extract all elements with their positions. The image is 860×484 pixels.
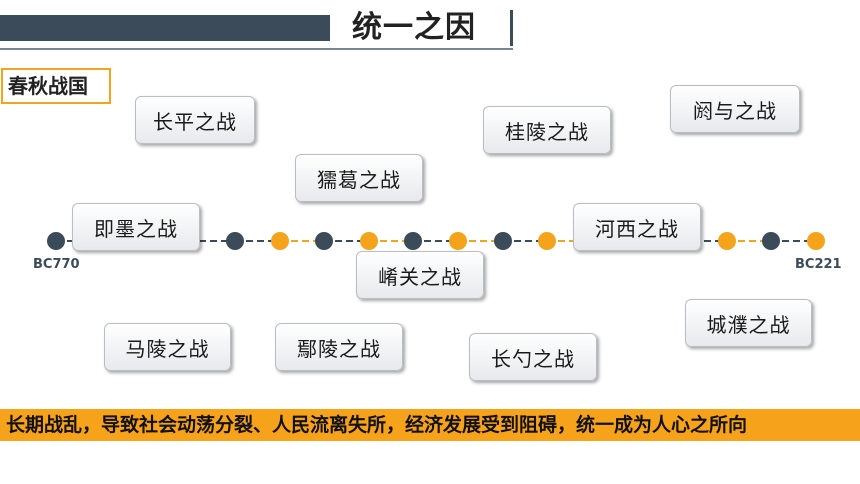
- battle-box: 长勺之战: [469, 333, 597, 381]
- title-underline: [0, 48, 513, 50]
- timeline-dot: [538, 232, 556, 250]
- conclusion-banner: 长期战乱，导致社会动荡分裂、人民流离失所，经济发展受到阻碍，统一成为人心之所向: [0, 409, 860, 441]
- title-decor-bar: [0, 15, 330, 41]
- battle-box: 桂陵之战: [483, 106, 611, 154]
- page-title: 统一之因: [352, 10, 476, 45]
- timeline-dot: [449, 232, 467, 250]
- battle-box: 马陵之战: [104, 323, 231, 371]
- battle-box: 即墨之战: [72, 203, 200, 251]
- timeline-dot: [315, 232, 333, 250]
- battle-box: 长平之战: [135, 96, 255, 144]
- battle-box: 崤关之战: [356, 251, 484, 299]
- title-decor-tick: [510, 10, 513, 46]
- battle-box: 城濮之战: [685, 299, 812, 347]
- timeline-dot: [494, 232, 512, 250]
- timeline-dot: [718, 232, 736, 250]
- timeline-dot: [47, 232, 65, 250]
- battle-box: 阏与之战: [670, 85, 800, 133]
- battle-box: 鄢陵之战: [275, 323, 403, 371]
- timeline-dot: [271, 232, 289, 250]
- timeline-dot: [762, 232, 780, 250]
- timeline-dot: [226, 232, 244, 250]
- timeline-dot: [404, 232, 422, 250]
- timeline-dot: [360, 232, 378, 250]
- timeline-end-label: BC221: [795, 257, 842, 272]
- battle-box: 河西之战: [573, 203, 701, 251]
- period-label: 春秋战国: [1, 68, 111, 104]
- timeline-start-label: BC770: [33, 257, 80, 272]
- timeline-dot: [807, 232, 825, 250]
- battle-box: 獳葛之战: [295, 154, 423, 202]
